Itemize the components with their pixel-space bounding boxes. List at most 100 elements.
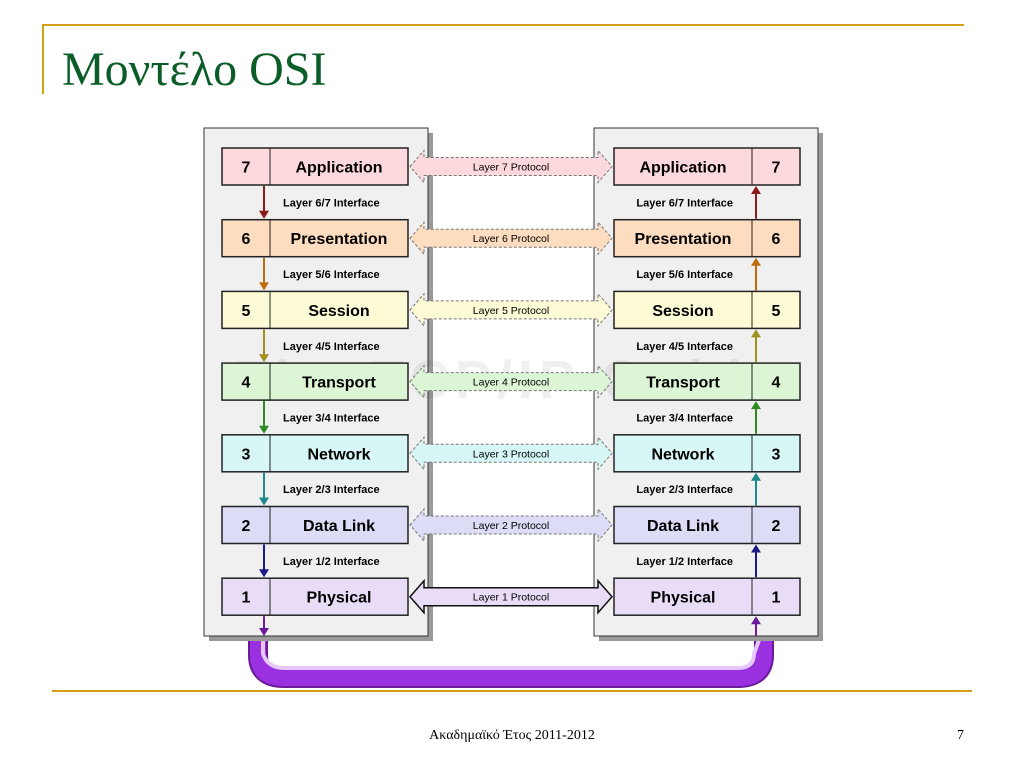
arrow-head: [751, 401, 761, 410]
right-interface-label: Layer 6/7 Interface: [636, 197, 733, 209]
protocol-arrow-layer-7: Layer 7 Protocol: [409, 149, 613, 184]
right-layer-data-link: Data Link 2: [613, 505, 801, 545]
right-interface-label: Layer 5/6 Interface: [636, 269, 733, 281]
arrow-head: [259, 210, 269, 219]
layer-box: [613, 577, 801, 616]
layer-name: Network: [307, 446, 370, 463]
protocol-arrow-layer-5: Layer 5 Protocol: [409, 292, 613, 328]
left-interface-arrow: [259, 329, 269, 363]
layer-box: [613, 290, 801, 330]
layer-box: [613, 362, 801, 401]
arrow-head: [259, 282, 269, 291]
left-interface-label: Layer 5/6 Interface: [283, 269, 380, 281]
protocol-label: Layer 2 Protocol: [473, 520, 549, 532]
left-layer-transport: 4 Transport: [221, 362, 409, 401]
arrow-head: [259, 628, 269, 636]
layer-number: 4: [242, 375, 251, 392]
layer-name: Physical: [307, 590, 372, 607]
left-interface-arrow: [259, 186, 269, 219]
left-interface-label: Layer 6/7 Interface: [283, 197, 380, 209]
arrow-head: [259, 569, 269, 578]
protocol-label: Layer 4 Protocol: [473, 377, 549, 389]
left-layer-network: 3 Network: [221, 434, 409, 473]
protocol-arrow-layer-1: Layer 1 Protocol: [409, 578, 613, 615]
slide-title: Μοντέλο OSI: [62, 43, 327, 96]
protocol-arrow-shape: [409, 149, 613, 184]
osi-model-diagram: The TCP/IP Guide 7ApplicationApplication…: [203, 127, 823, 688]
layer-box: [221, 505, 409, 545]
top-rule: [42, 24, 964, 26]
right-interface-arrow: [751, 186, 761, 219]
layer-number: 4: [772, 375, 781, 392]
layer-box: [613, 218, 801, 258]
page-number: 7: [957, 728, 964, 743]
layer-number: 6: [772, 231, 781, 248]
layer-number: 1: [772, 590, 781, 607]
left-interface-label: Layer 1/2 Interface: [283, 556, 380, 568]
right-interface-label: Layer 2/3 Interface: [636, 484, 733, 496]
arrow-head: [751, 329, 761, 338]
protocol-label: Layer 5 Protocol: [473, 305, 549, 317]
arrow-head: [259, 425, 269, 434]
arrow-head: [751, 186, 761, 194]
left-layer-session: 5 Session: [221, 290, 409, 330]
layer-name: Transport: [302, 375, 376, 392]
left-interface-arrow: [259, 257, 269, 291]
pipe-highlight: [261, 639, 761, 670]
right-layer-transport: Transport 4: [613, 362, 801, 401]
layer-name: Application: [295, 160, 382, 177]
layer-number: 5: [772, 303, 781, 320]
layer-name: Data Link: [647, 518, 719, 535]
right-layer-network: Network 3: [613, 434, 801, 473]
layer-name: Transport: [646, 375, 720, 392]
left-layer-presentation: 6 Presentation: [221, 218, 409, 258]
protocol-arrow-layer-6: Layer 6 Protocol: [409, 220, 613, 256]
layer-number: 5: [242, 303, 251, 320]
bottom-rule: [52, 690, 972, 692]
layer-number: 7: [772, 160, 781, 177]
layer-name: Session: [652, 303, 713, 320]
protocol-arrow-shape: [409, 435, 613, 471]
right-interface-arrow: [751, 329, 761, 363]
protocol-arrow-layer-3: Layer 3 Protocol: [409, 435, 613, 471]
layer-number: 2: [772, 518, 781, 535]
right-layer-presentation: Presentation 6: [613, 218, 801, 258]
arrow-head: [259, 497, 269, 506]
left-interface-arrow: [259, 401, 269, 434]
layer-name: Presentation: [635, 231, 732, 248]
right-interface-arrow: [751, 401, 761, 434]
layer-box: [613, 147, 801, 186]
protocol-label: Layer 7 Protocol: [473, 162, 549, 174]
layer-name: Network: [651, 446, 714, 463]
left-interface-arrow: [259, 544, 269, 578]
arrow-head: [751, 616, 761, 625]
layer-number: 2: [242, 518, 251, 535]
physical-medium-link: [244, 636, 778, 688]
protocol-arrow-layer-2: Layer 2 Protocol: [409, 507, 613, 543]
layer-number: 6: [242, 231, 251, 248]
left-interface-label: Layer 4/5 Interface: [283, 341, 380, 353]
left-interface-label: Layer 3/4 Interface: [283, 412, 380, 424]
right-interface-arrow: [751, 544, 761, 578]
right-interface-arrow: [751, 257, 761, 291]
layer-number: 3: [772, 446, 781, 463]
protocol-arrow-shape: [409, 578, 613, 615]
layer-name: Presentation: [291, 231, 388, 248]
right-interface-arrow: [751, 472, 761, 506]
layer-box: [221, 218, 409, 258]
layer-name: Session: [308, 303, 369, 320]
layer-number: 3: [242, 446, 251, 463]
protocol-arrow-shape: [409, 220, 613, 256]
layer-box: [613, 434, 801, 473]
protocol-arrow-shape: [409, 292, 613, 328]
right-layer-session: Session 5: [613, 290, 801, 330]
layer-box: [221, 290, 409, 330]
layer-box: [221, 147, 409, 186]
layer-box: [613, 505, 801, 545]
arrow-head: [751, 544, 761, 553]
layer-box: [221, 362, 409, 401]
